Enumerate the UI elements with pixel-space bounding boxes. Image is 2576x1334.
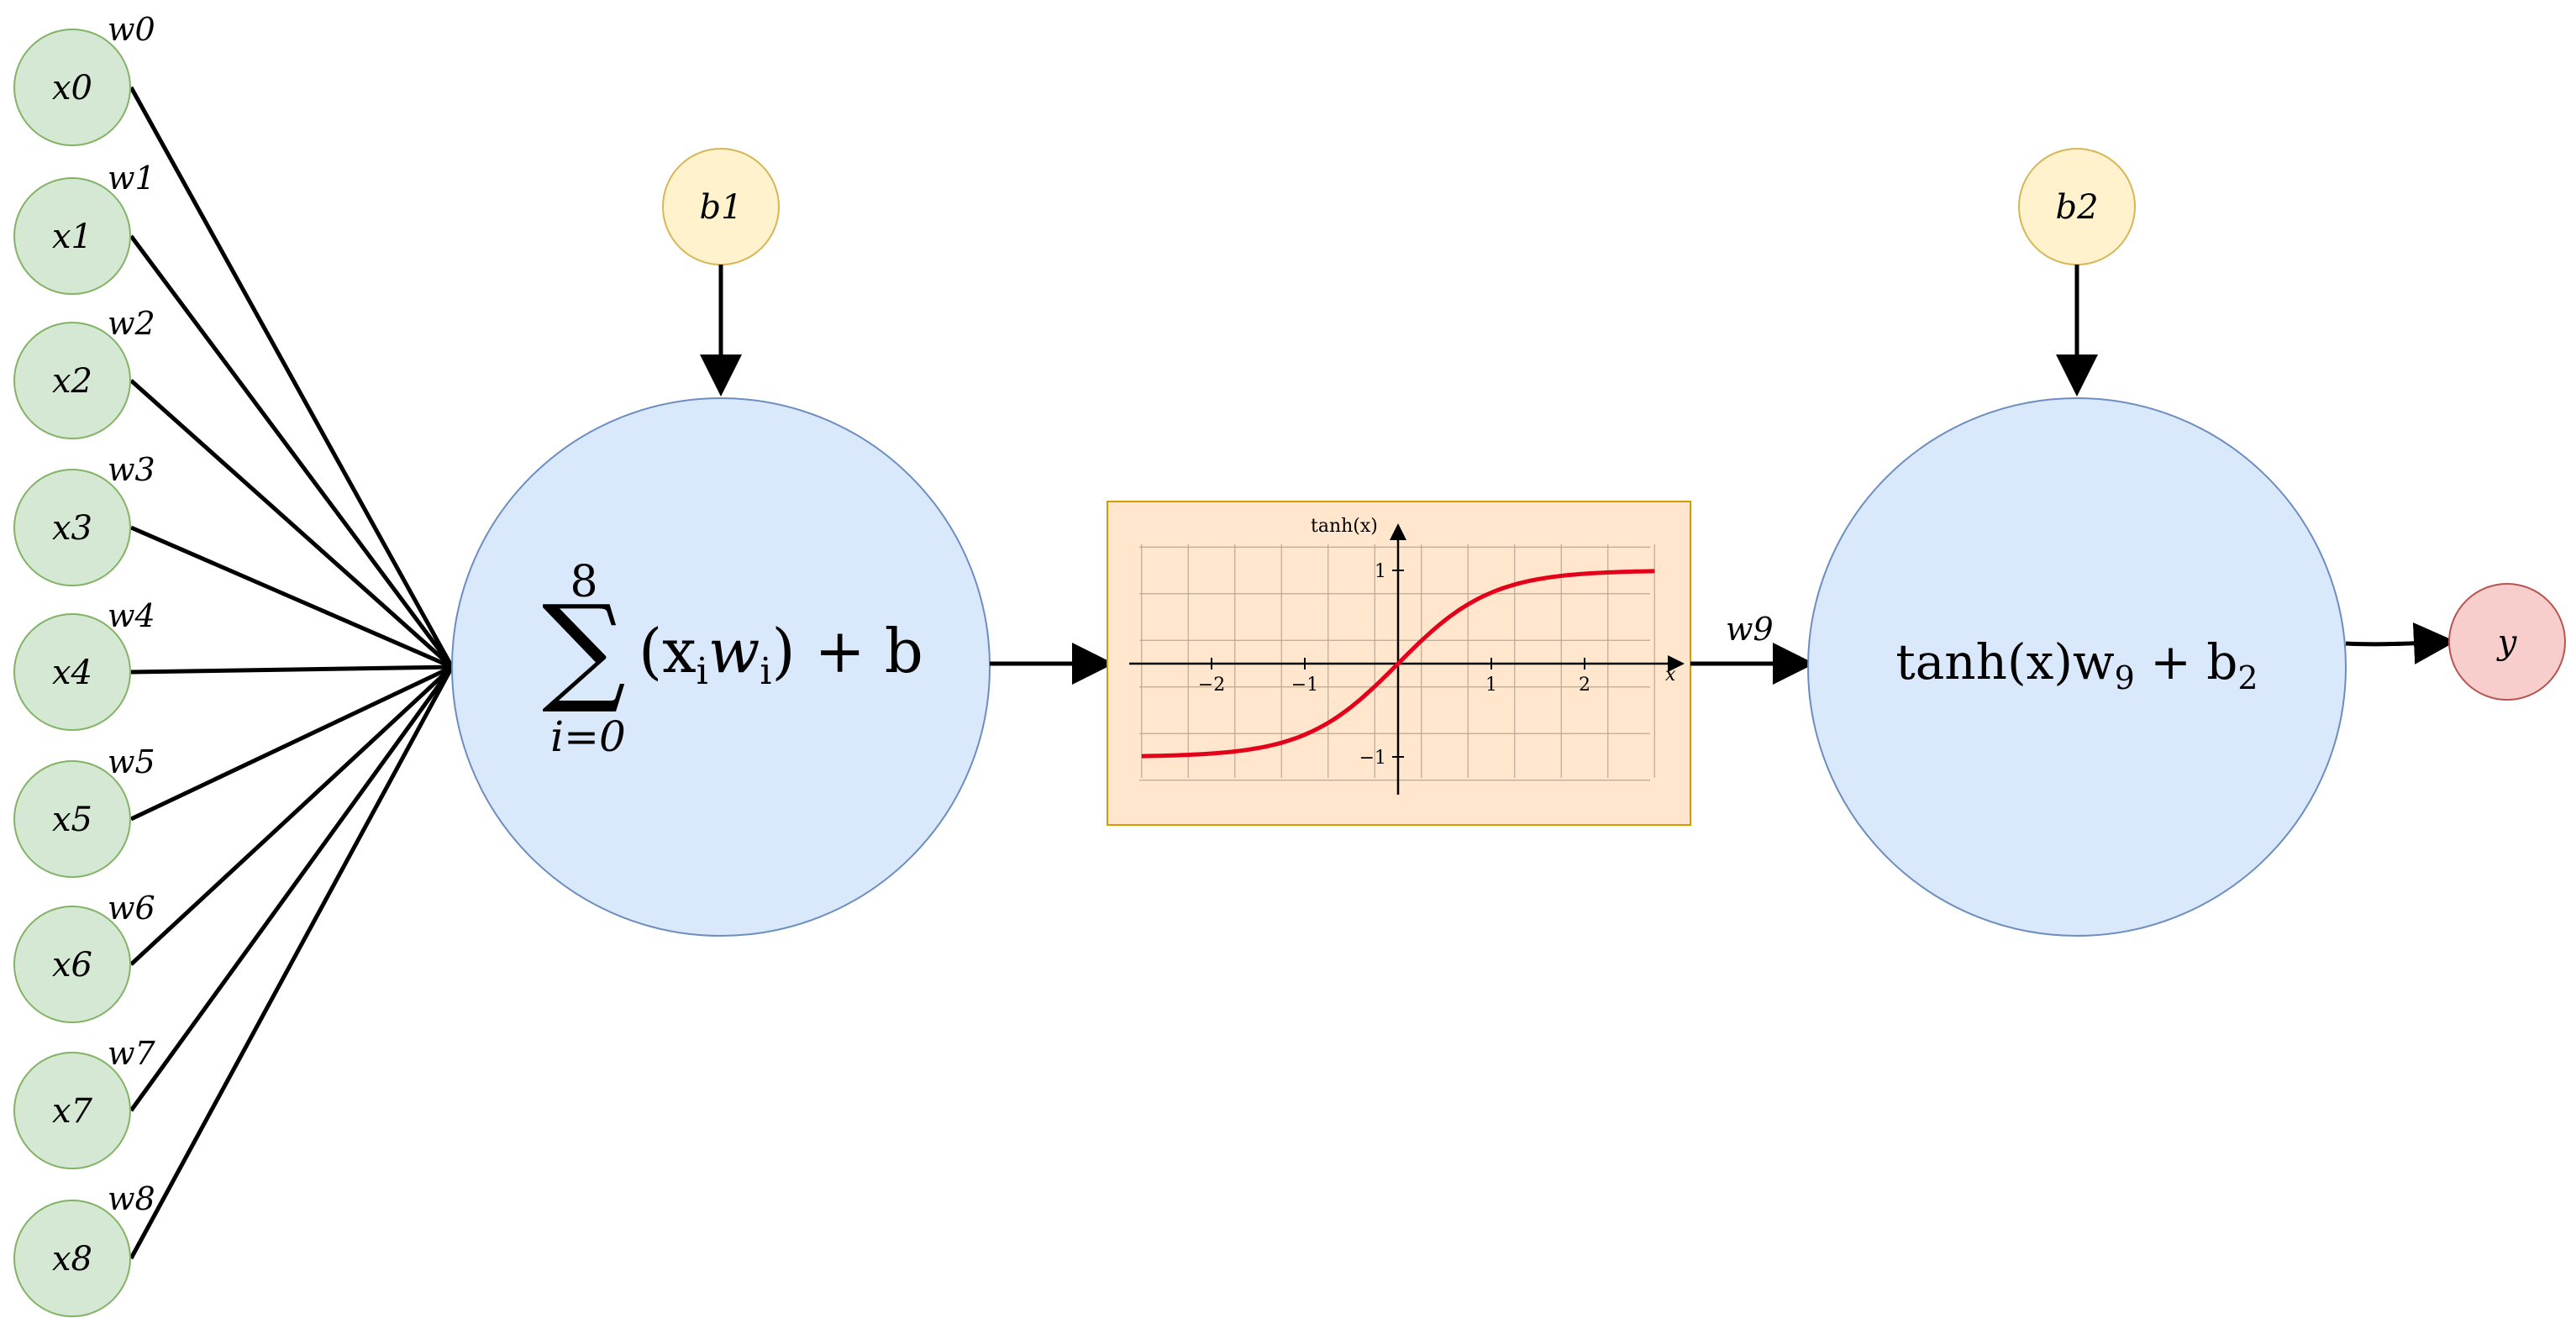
input-label: x6 <box>52 946 92 985</box>
plot-x-axis-label: x <box>1665 664 1676 685</box>
expr-main: tanh(x)w <box>1895 633 2114 691</box>
input-layer: x0 w0 x1 w1 x2 w2 x3 w3 x4 w4 x5 w5 <box>13 11 156 1317</box>
weight-label: w2 <box>108 305 155 342</box>
connection-x3 <box>130 525 453 670</box>
plot-ticks: −2 −1 1 2 1 −1 <box>1198 561 1590 769</box>
input-node-x3: x3 w3 <box>13 451 155 586</box>
expr-w: w <box>708 616 760 686</box>
tanh-curve <box>1141 569 1655 759</box>
input-label: x1 <box>52 218 92 256</box>
input-label: x2 <box>52 362 92 401</box>
x-tick-label: −1 <box>1291 675 1318 696</box>
connection-x2 <box>129 379 454 669</box>
expr-plus-b: + b <box>2135 633 2238 691</box>
x-tick-label: 2 <box>1579 675 1590 696</box>
y-tick-label: −1 <box>1359 748 1386 769</box>
bias-node-b2: b2 <box>2018 148 2136 265</box>
expr-x: (x <box>639 616 697 686</box>
input-label: x3 <box>52 509 92 548</box>
bias-label: b2 <box>2055 188 2098 227</box>
input-label: x4 <box>52 654 92 692</box>
weight-label: w7 <box>108 1035 156 1072</box>
output-node-y: y <box>2448 583 2566 701</box>
connection-x8 <box>129 665 455 1260</box>
activation-plot: −2 −1 1 2 1 −1 tanh(x) x <box>1107 501 1691 826</box>
expr-tail: ) + b <box>772 616 923 686</box>
plot-y-axis-label: tanh(x) <box>1311 516 1378 537</box>
y-tick-label: 1 <box>1375 561 1386 582</box>
connection-x0 <box>129 86 455 669</box>
input-node-x0: x0 w0 <box>13 11 155 146</box>
sum-upper-limit: 8 <box>570 557 597 607</box>
input-node-x4: x4 w4 <box>13 597 155 731</box>
hidden-expression: (xiwi) + b <box>639 616 923 693</box>
weight-label: w1 <box>108 160 155 197</box>
weight-label: w6 <box>108 890 155 927</box>
input-label: x8 <box>52 1240 92 1279</box>
weight-label: w0 <box>108 11 155 48</box>
connection-x1 <box>129 234 455 669</box>
connection-x7 <box>129 665 455 1112</box>
x-tick-label: −2 <box>1198 675 1225 696</box>
bias-label: b1 <box>699 188 742 227</box>
input-node-x6: x6 w6 <box>13 890 155 1023</box>
expr-subscript-i: i <box>760 650 771 693</box>
x-tick-label: 1 <box>1485 675 1497 696</box>
hidden-neuron: 8 ∑ i=0 (xiwi) + b <box>451 397 991 937</box>
arrow-to-output <box>2345 622 2456 664</box>
weight-label: w3 <box>108 451 155 488</box>
output-label: y <box>2496 623 2518 662</box>
input-node-x5: x5 w5 <box>13 743 155 878</box>
input-node-x7: x7 w7 <box>13 1035 156 1169</box>
input-node-x8: x8 w8 <box>13 1180 155 1317</box>
output-expression: tanh(x)w9 + b2 <box>1895 633 2258 696</box>
connection-x4 <box>130 664 453 675</box>
connection-x6 <box>129 665 454 966</box>
weight-label: w8 <box>108 1180 155 1217</box>
input-connections <box>129 86 455 1260</box>
output-neuron: tanh(x)w9 + b2 <box>1807 397 2347 937</box>
input-label: x7 <box>52 1092 93 1131</box>
sum-symbol: ∑ <box>542 580 626 717</box>
weight-label: w4 <box>108 597 155 634</box>
input-label: x0 <box>52 69 92 108</box>
weight-label: w5 <box>108 743 155 780</box>
connection-weight-label: w9 <box>1726 611 1774 648</box>
expr-subscript-i: i <box>697 650 708 693</box>
bias-node-b1: b1 <box>662 148 780 265</box>
input-label: x5 <box>52 801 92 839</box>
input-node-x2: x2 w2 <box>13 305 155 439</box>
input-node-x1: x1 w1 <box>13 160 155 295</box>
expr-subscript-2: 2 <box>2237 659 2258 696</box>
sum-lower-limit: i=0 <box>550 712 626 761</box>
connection-x5 <box>129 664 454 822</box>
expr-subscript-9: 9 <box>2115 659 2135 696</box>
